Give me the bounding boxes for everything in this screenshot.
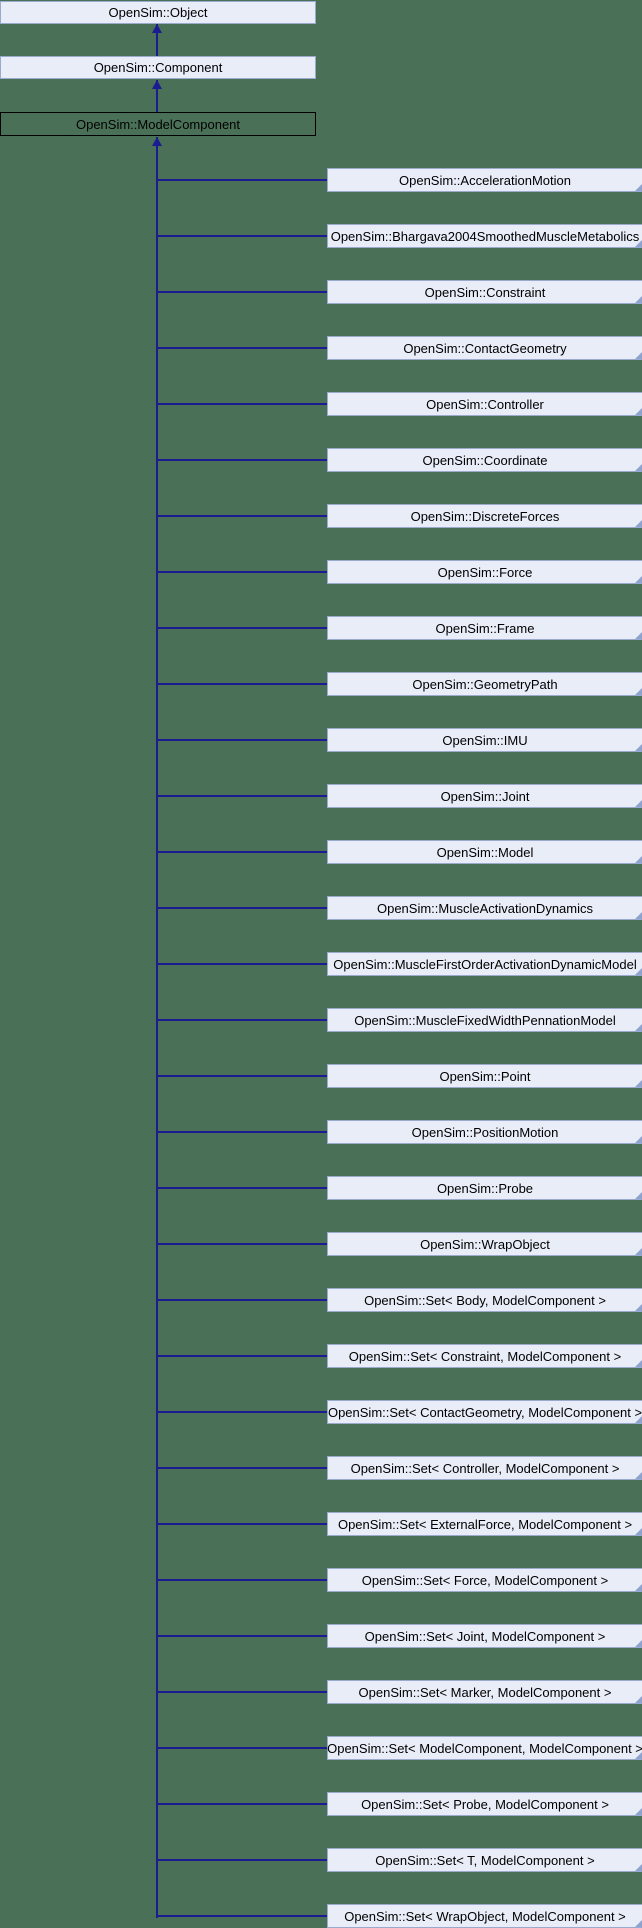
derived-class-node[interactable]: OpenSim::WrapObject xyxy=(327,1232,642,1256)
derived-class-node[interactable]: OpenSim::Force xyxy=(327,560,642,584)
derived-class-node[interactable]: OpenSim::MuscleActivationDynamics xyxy=(327,896,642,920)
inheritance-branch-edge xyxy=(157,235,327,237)
derived-class-node[interactable]: OpenSim::Set< Probe, ModelComponent > xyxy=(327,1792,642,1816)
inheritance-branch-edge xyxy=(157,291,327,293)
base-class-node-object[interactable]: OpenSim::Object xyxy=(0,1,316,24)
derived-class-node[interactable]: OpenSim::Set< ModelComponent, ModelCompo… xyxy=(327,1736,642,1760)
derived-class-node[interactable]: OpenSim::Point xyxy=(327,1064,642,1088)
inheritance-branch-edge xyxy=(157,739,327,741)
inheritance-branch-edge xyxy=(157,963,327,965)
derived-class-node[interactable]: OpenSim::Set< Joint, ModelComponent > xyxy=(327,1624,642,1648)
derived-class-node[interactable]: OpenSim::Set< ContactGeometry, ModelComp… xyxy=(327,1400,642,1424)
derived-class-node[interactable]: OpenSim::Bhargava2004SmoothedMuscleMetab… xyxy=(327,224,642,248)
inheritance-branch-edge xyxy=(157,571,327,573)
inheritance-branch-edge xyxy=(157,1747,327,1749)
inheritance-branch-edge xyxy=(157,1299,327,1301)
base-class-node-component[interactable]: OpenSim::Component xyxy=(0,56,316,79)
derived-class-node[interactable]: OpenSim::MuscleFirstOrderActivationDynam… xyxy=(327,952,642,976)
inheritance-branch-edge xyxy=(157,1859,327,1861)
inheritance-edge xyxy=(156,24,158,56)
inheritance-branch-edge xyxy=(157,1691,327,1693)
derived-class-node[interactable]: OpenSim::Set< WrapObject, ModelComponent… xyxy=(327,1904,642,1928)
derived-class-node[interactable]: OpenSim::Set< Constraint, ModelComponent… xyxy=(327,1344,642,1368)
inheritance-branch-edge xyxy=(157,1187,327,1189)
inheritance-branch-edge xyxy=(157,1467,327,1469)
inheritance-branch-edge xyxy=(157,1075,327,1077)
inheritance-trunk-edge xyxy=(156,137,158,1918)
inheritance-edge xyxy=(156,80,158,112)
derived-class-node[interactable]: OpenSim::Set< Body, ModelComponent > xyxy=(327,1288,642,1312)
derived-class-node[interactable]: OpenSim::Model xyxy=(327,840,642,864)
inheritance-branch-edge xyxy=(157,1411,327,1413)
derived-class-node[interactable]: OpenSim::DiscreteForces xyxy=(327,504,642,528)
derived-class-node[interactable]: OpenSim::Set< Marker, ModelComponent > xyxy=(327,1680,642,1704)
inheritance-branch-edge xyxy=(157,1019,327,1021)
derived-class-node[interactable]: OpenSim::MuscleFixedWidthPennationModel xyxy=(327,1008,642,1032)
inheritance-branch-edge xyxy=(157,907,327,909)
derived-class-node[interactable]: OpenSim::Set< Controller, ModelComponent… xyxy=(327,1456,642,1480)
derived-class-node[interactable]: OpenSim::PositionMotion xyxy=(327,1120,642,1144)
selected-class-node-modelcomponent: OpenSim::ModelComponent xyxy=(0,112,316,136)
derived-class-node[interactable]: OpenSim::Set< Force, ModelComponent > xyxy=(327,1568,642,1592)
inheritance-branch-edge xyxy=(157,851,327,853)
arrowhead-up-icon xyxy=(152,24,162,33)
derived-class-node[interactable]: OpenSim::Joint xyxy=(327,784,642,808)
derived-class-node[interactable]: OpenSim::Coordinate xyxy=(327,448,642,472)
inheritance-branch-edge xyxy=(157,683,327,685)
derived-class-node[interactable]: OpenSim::Probe xyxy=(327,1176,642,1200)
derived-class-node[interactable]: OpenSim::AccelerationMotion xyxy=(327,168,642,192)
inheritance-branch-edge xyxy=(157,1523,327,1525)
derived-class-node[interactable]: OpenSim::GeometryPath xyxy=(327,672,642,696)
inheritance-branch-edge xyxy=(157,1355,327,1357)
inheritance-branch-edge xyxy=(157,1803,327,1805)
arrowhead-up-icon xyxy=(152,80,162,89)
derived-class-node[interactable]: OpenSim::Controller xyxy=(327,392,642,416)
inheritance-branch-edge xyxy=(157,1915,327,1917)
derived-class-node[interactable]: OpenSim::ContactGeometry xyxy=(327,336,642,360)
inheritance-branch-edge xyxy=(157,347,327,349)
derived-class-node[interactable]: OpenSim::IMU xyxy=(327,728,642,752)
inheritance-branch-edge xyxy=(157,795,327,797)
inheritance-branch-edge xyxy=(157,1243,327,1245)
inheritance-branch-edge xyxy=(157,515,327,517)
derived-class-node[interactable]: OpenSim::Frame xyxy=(327,616,642,640)
inheritance-branch-edge xyxy=(157,627,327,629)
inheritance-branch-edge xyxy=(157,1131,327,1133)
inheritance-branch-edge xyxy=(157,459,327,461)
arrowhead-up-icon xyxy=(152,137,162,146)
inheritance-branch-edge xyxy=(157,1635,327,1637)
inheritance-branch-edge xyxy=(157,403,327,405)
derived-class-node[interactable]: OpenSim::Set< T, ModelComponent > xyxy=(327,1848,642,1872)
inheritance-branch-edge xyxy=(157,179,327,181)
derived-class-node[interactable]: OpenSim::Constraint xyxy=(327,280,642,304)
derived-class-node[interactable]: OpenSim::Set< ExternalForce, ModelCompon… xyxy=(327,1512,642,1536)
inheritance-branch-edge xyxy=(157,1579,327,1581)
